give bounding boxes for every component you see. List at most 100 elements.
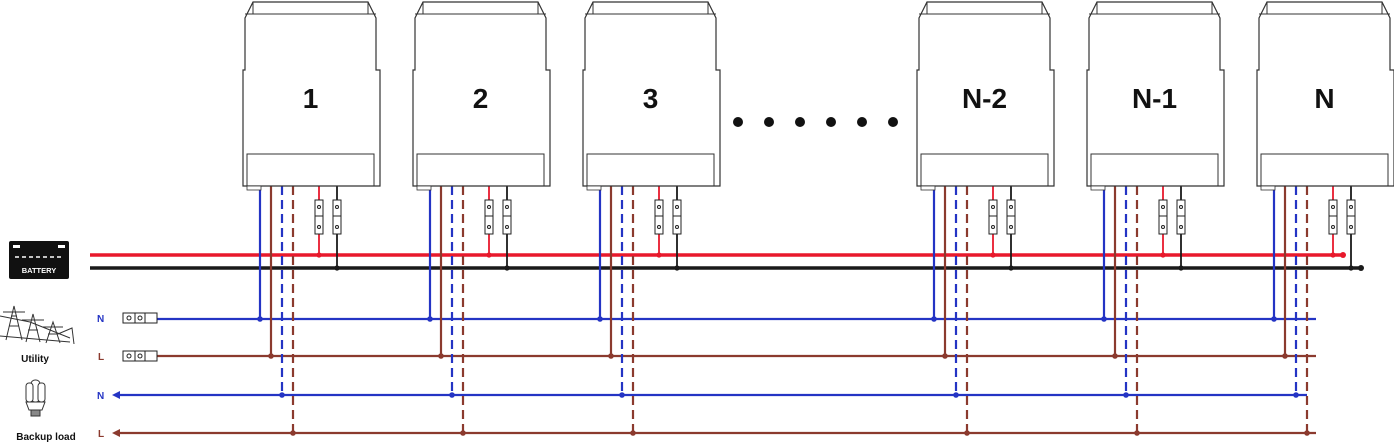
junction-dot	[460, 430, 466, 436]
junction-dot	[1271, 316, 1277, 322]
junction-dot	[1134, 430, 1140, 436]
fuse-terminal	[1349, 225, 1353, 229]
ellipsis-dot	[888, 117, 898, 127]
backup-n-arrow	[112, 391, 120, 399]
battery-icon	[9, 241, 69, 279]
dc-fuse	[332, 199, 342, 235]
unit-number-label: N	[1314, 83, 1334, 114]
fuse-terminal	[317, 225, 321, 229]
inverter-unit-3: 3	[582, 1, 721, 191]
ellipsis-dot	[826, 117, 836, 127]
backup-l-arrow	[112, 429, 120, 437]
junction-dot	[964, 430, 970, 436]
junction-dot	[1160, 252, 1166, 258]
junction-dot	[674, 265, 680, 271]
utility-breaker-l	[122, 350, 158, 362]
fuse-terminal	[991, 205, 995, 209]
unit-number-label: 1	[303, 83, 319, 114]
backup-n-label: N	[97, 391, 104, 402]
fuse-terminal	[1179, 205, 1183, 209]
battery-label: BATTERY	[22, 266, 57, 275]
dc-fuse	[484, 199, 494, 235]
fuse-terminal	[505, 205, 509, 209]
junction-dot	[449, 392, 455, 398]
bottom-terminal	[1260, 185, 1276, 191]
battery-block: BATTERY	[9, 241, 69, 279]
fuse-terminal	[505, 225, 509, 229]
inverter-body	[242, 1, 381, 187]
inverter-body	[582, 1, 721, 187]
junction-dot	[953, 392, 959, 398]
fuse-terminal	[1349, 205, 1353, 209]
backup-load-label: Backup load	[16, 432, 75, 443]
junction-dot	[1008, 265, 1014, 271]
utility-l-label: L	[98, 352, 104, 363]
junction-dot	[1293, 392, 1299, 398]
ellipsis-dot	[795, 117, 805, 127]
junction-dot	[608, 353, 614, 359]
inverter-body	[916, 1, 1055, 187]
fuse-terminal	[1009, 205, 1013, 209]
junction-dot	[990, 252, 996, 258]
fuse-terminal	[1161, 225, 1165, 229]
junction-dot	[1282, 353, 1288, 359]
backup-load-block: Backup load	[16, 379, 76, 443]
bottom-terminal	[1090, 185, 1106, 191]
junction-dot	[427, 316, 433, 322]
inverter-body	[412, 1, 551, 187]
positive-bus-end	[1340, 252, 1346, 258]
negative-bus-end	[1358, 265, 1364, 271]
junction-dot	[1178, 265, 1184, 271]
junction-dot	[279, 392, 285, 398]
dc-fuse	[988, 199, 998, 235]
junction-dot	[1330, 252, 1336, 258]
fuse-terminal	[487, 205, 491, 209]
junction-dot	[316, 252, 322, 258]
bottom-panel	[1090, 153, 1219, 187]
junction-dot	[257, 316, 263, 322]
ellipsis-dot	[733, 117, 743, 127]
fuse-terminal	[1009, 225, 1013, 229]
backup-l-label: L	[98, 429, 104, 440]
junction-dot	[1123, 392, 1129, 398]
fuse-terminal	[487, 225, 491, 229]
bottom-panel	[920, 153, 1049, 187]
junction-dot	[630, 430, 636, 436]
junction-dot	[1112, 353, 1118, 359]
dc-fuse	[672, 199, 682, 235]
dc-fuse	[1328, 199, 1338, 235]
dc-fuse	[654, 199, 664, 235]
junction-dot	[597, 316, 603, 322]
fuse-terminal	[1179, 225, 1183, 229]
bulb-icon	[25, 379, 46, 417]
inverter-unit-2: 2	[412, 1, 551, 191]
fuse-terminal	[1331, 225, 1335, 229]
bottom-panel	[246, 153, 375, 187]
utility-n-label: N	[97, 314, 104, 325]
bottom-panel	[1260, 153, 1389, 187]
inverter-body	[1256, 1, 1394, 187]
fuse-terminal	[317, 205, 321, 209]
dc-fuse	[1006, 199, 1016, 235]
fuse-terminal	[991, 225, 995, 229]
utility-block: Utility	[0, 305, 75, 365]
fuse-terminal	[675, 205, 679, 209]
junction-dot	[290, 430, 296, 436]
junction-dot	[1101, 316, 1107, 322]
bottom-terminal	[246, 185, 262, 191]
bottom-terminal	[416, 185, 432, 191]
fuse-terminal	[675, 225, 679, 229]
junction-dot	[504, 265, 510, 271]
dc-fuse	[1176, 199, 1186, 235]
dc-fuse	[1346, 199, 1356, 235]
inverter-unit-5: N-1	[1086, 1, 1225, 191]
ellipsis-dot	[857, 117, 867, 127]
junction-dot	[334, 265, 340, 271]
bottom-panel	[586, 153, 715, 187]
ellipsis-dot	[764, 117, 774, 127]
junction-dot	[486, 252, 492, 258]
dc-fuse	[502, 199, 512, 235]
junction-dot	[942, 353, 948, 359]
